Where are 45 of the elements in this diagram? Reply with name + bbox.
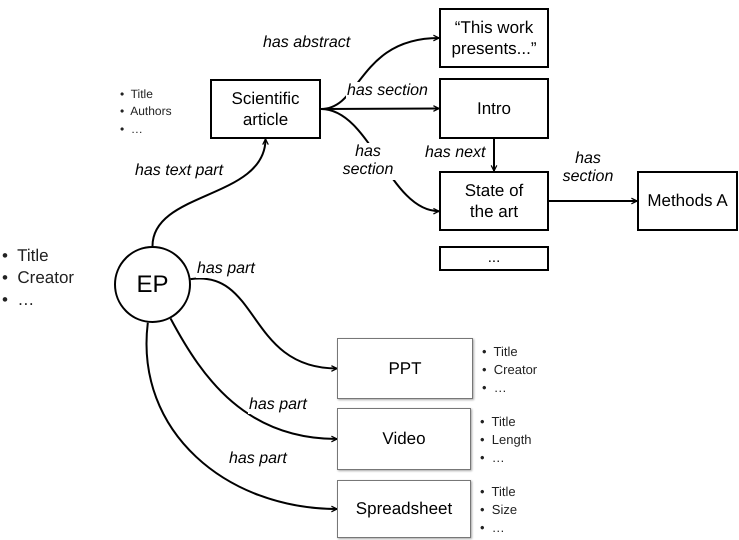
node-label: “This work presents...”: [450, 16, 538, 60]
property-item: • Length: [480, 431, 532, 450]
node-label: Spreadsheet: [356, 498, 452, 520]
property-item: • …: [480, 449, 505, 468]
node-label: ...: [488, 249, 500, 268]
arrow: [549, 198, 638, 204]
entity-box: [210, 79, 321, 139]
node-label: PPT: [388, 358, 422, 380]
edge-label: has part: [248, 396, 308, 414]
edge-label: has text part: [134, 162, 224, 180]
node-label: State of the art: [464, 180, 524, 222]
property-item: • Title: [120, 86, 153, 103]
property-item: • Authors: [120, 103, 172, 120]
node-label: Scientific article: [230, 88, 301, 130]
node-label: Methods A: [647, 190, 728, 212]
node-label: EP: [136, 270, 168, 300]
entity-box: [439, 78, 549, 139]
property-item: • Creator: [2, 267, 74, 290]
entity-box: [439, 246, 549, 271]
arrow: [170, 318, 338, 442]
node-label: Video: [382, 428, 426, 450]
arrow: [146, 322, 338, 512]
entity-box: [337, 408, 471, 470]
entity-box: [439, 8, 549, 68]
property-item: • Title: [480, 413, 516, 431]
property-item: • …: [2, 289, 34, 312]
arrow: [152, 138, 268, 246]
arrow: [190, 278, 338, 372]
property-item: • …: [120, 120, 143, 138]
property-item: • …: [480, 519, 505, 538]
entity-box: [337, 480, 471, 538]
node-label: Intro: [476, 98, 512, 120]
entity-box: [637, 171, 738, 231]
property-item: • Title: [482, 343, 518, 361]
property-item: • Title: [2, 245, 49, 267]
property-item: • Creator: [482, 361, 538, 380]
property-item: • Title: [480, 483, 516, 501]
arrow: [490, 139, 498, 172]
property-item: • …: [482, 379, 507, 398]
entity-box: [439, 171, 549, 231]
edge-label: has section: [346, 82, 429, 100]
entity-box: [337, 338, 473, 399]
edge-label: has part: [228, 450, 288, 468]
property-item: • Size: [480, 501, 518, 520]
edge-label: has part: [196, 260, 256, 278]
